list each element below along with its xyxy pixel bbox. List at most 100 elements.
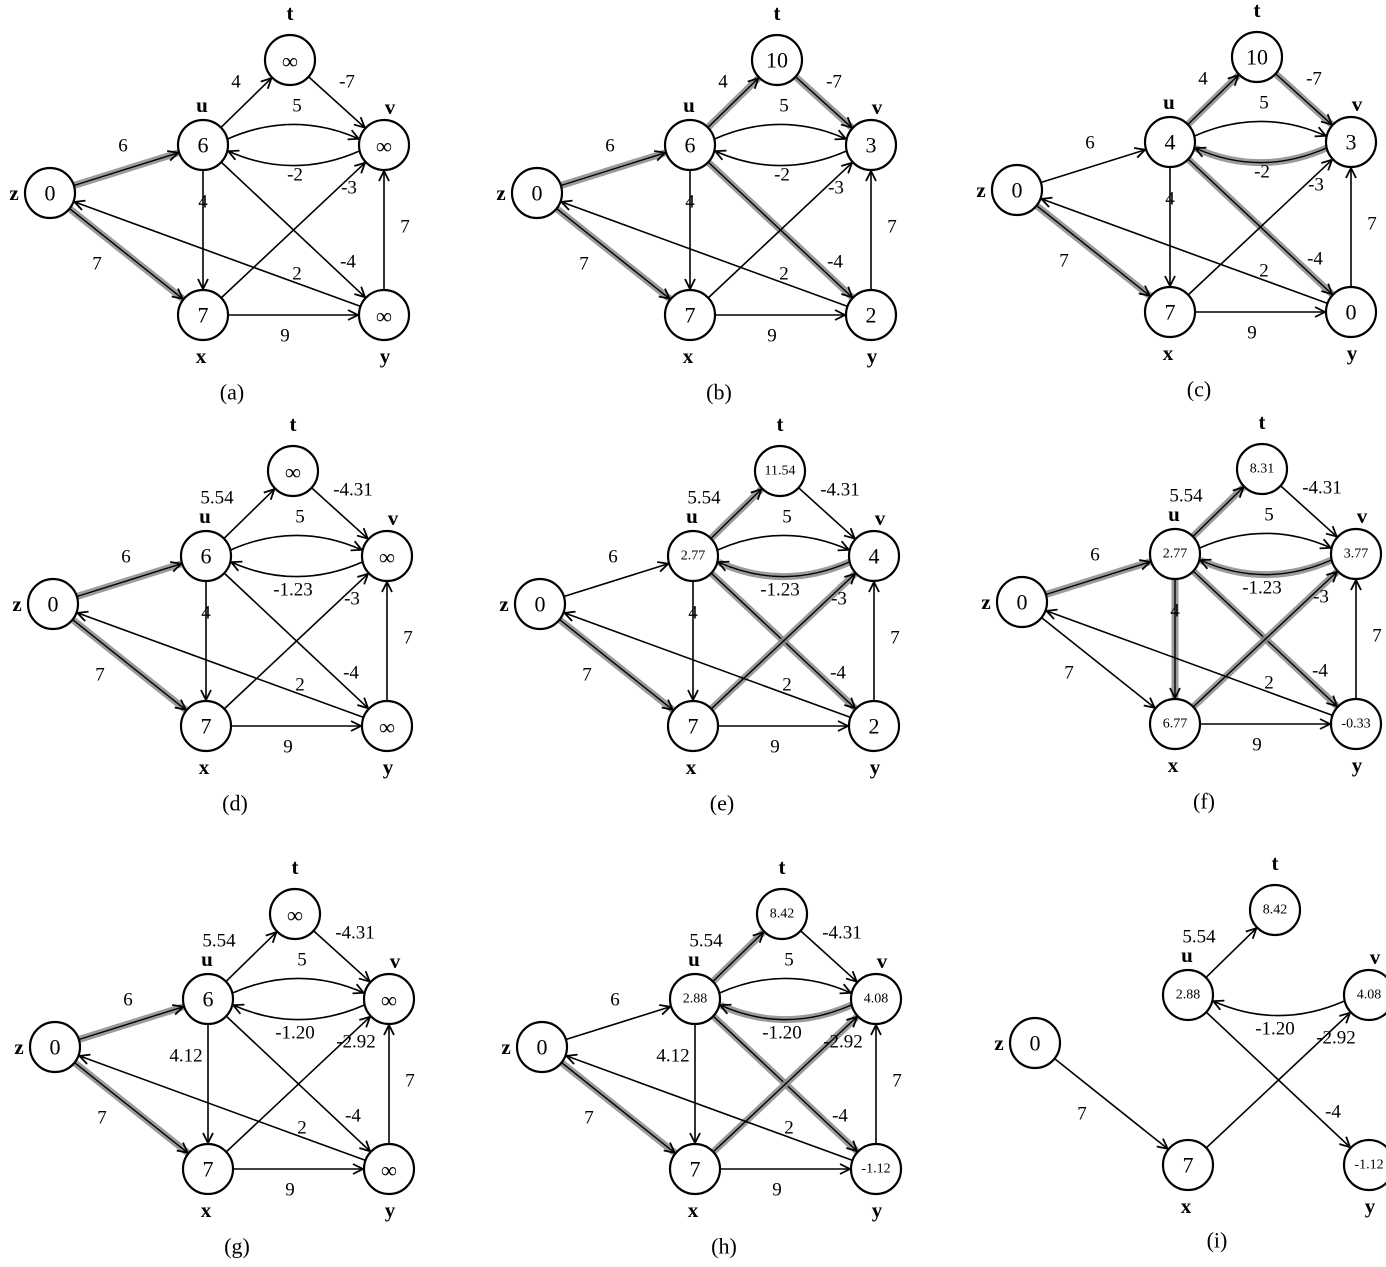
node-circle xyxy=(666,529,720,583)
node-distance-t: ∞ xyxy=(282,49,298,74)
node-name-y: y xyxy=(867,344,878,368)
node-t: ∞t xyxy=(268,855,322,941)
edge-y-z xyxy=(566,1056,853,1162)
node-u: 2.88u xyxy=(668,947,722,1026)
edge-weight-u-t: 5.54 xyxy=(1182,927,1216,948)
edge-weight-x-y: 9 xyxy=(772,1180,782,1201)
node-y: 2y xyxy=(844,288,898,368)
node-name-z: z xyxy=(994,1031,1003,1055)
node-name-z: z xyxy=(976,178,985,202)
node-circle xyxy=(849,972,903,1026)
node-distance-x: 7 xyxy=(201,714,212,739)
edge-weight-y-z: 2 xyxy=(297,1118,307,1139)
node-v: 4.08v xyxy=(849,949,903,1026)
node-v: 3v xyxy=(844,95,898,172)
edge-weight-u-t: 5.54 xyxy=(689,931,723,952)
node-distance-y: -0.33 xyxy=(1341,717,1370,732)
node-name-x: x xyxy=(683,344,694,368)
edge-u-t xyxy=(712,932,764,983)
node-t: 10t xyxy=(1230,0,1284,84)
node-distance-v: 3 xyxy=(866,133,877,158)
edge-weight-z-x: 7 xyxy=(97,1108,107,1129)
node-name-v: v xyxy=(1370,945,1381,969)
node-name-u: u xyxy=(1181,943,1193,967)
node-distance-u: 2.77 xyxy=(681,549,706,564)
node-circle xyxy=(844,118,898,172)
edge-v-u xyxy=(720,1005,852,1021)
node-name-z: z xyxy=(499,592,508,616)
node-u: 6u xyxy=(181,947,235,1026)
node-name-u: u xyxy=(1168,502,1180,526)
node-name-v: v xyxy=(385,95,396,119)
edge-weight-u-v: 5 xyxy=(784,950,794,971)
node-t: 8.31 t xyxy=(1235,410,1289,496)
node-circle xyxy=(23,166,77,220)
node-circle xyxy=(1161,968,1215,1022)
edge-weight-y-v: 7 xyxy=(887,217,897,238)
node-v: 4.08v xyxy=(1342,945,1386,1022)
edge-weight-y-v: 7 xyxy=(890,628,900,649)
node-distance-v: 4.08 xyxy=(864,992,889,1007)
edge-weight-y-z: 2 xyxy=(1259,261,1269,282)
node-u: 2.77u xyxy=(1148,502,1202,581)
node-name-x: x xyxy=(1181,1194,1192,1218)
panel-e: 675.54-4.315-1.234-4-39720z2.77u11.54t4v… xyxy=(499,412,901,816)
edge-weight-z-x: 7 xyxy=(579,254,589,275)
node-u: 2.88u xyxy=(1161,943,1215,1022)
node-distance-z: 0 xyxy=(535,592,546,617)
node-distance-z: 0 xyxy=(50,1035,61,1060)
edge-weight-x-v: -3 xyxy=(831,589,847,610)
node-distance-u: 6 xyxy=(685,133,696,158)
node-distance-t: 8.31 xyxy=(1250,462,1275,477)
node-circle xyxy=(844,288,898,342)
node-u: 2.77u xyxy=(666,504,720,583)
node-name-u: u xyxy=(1163,90,1175,114)
node-name-x: x xyxy=(688,1198,699,1222)
edge-weight-u-v: 5 xyxy=(782,507,792,528)
node-x: 7x xyxy=(1161,1138,1215,1218)
node-y: -1.12y xyxy=(849,1142,903,1222)
node-distance-t: ∞ xyxy=(285,460,301,485)
edge-weight-u-x: 4 xyxy=(685,192,695,213)
edge-u-v xyxy=(229,534,361,550)
edge-weight-t-v: -4.31 xyxy=(820,480,860,501)
edge-weight-v-u: -1.23 xyxy=(273,580,313,601)
edge-weight-u-t: 4 xyxy=(231,72,241,93)
edge-z-x xyxy=(72,619,186,710)
node-z: 0z xyxy=(496,166,564,220)
edge-x-v xyxy=(225,1017,370,1153)
node-distance-t: 10 xyxy=(1246,45,1268,70)
edge-weight-t-v: -4.31 xyxy=(335,923,375,944)
edge-weight-z-u: 6 xyxy=(121,547,131,568)
edge-x-v xyxy=(710,574,855,710)
node-distance-y: 2 xyxy=(869,714,880,739)
node-name-t: t xyxy=(1259,410,1266,434)
edge-z-x xyxy=(561,1062,675,1153)
edge-weight-u-y: -4 xyxy=(1325,1102,1341,1123)
node-name-v: v xyxy=(390,949,401,973)
node-name-z: z xyxy=(12,592,21,616)
edge-t-v xyxy=(308,76,365,128)
edge-weight-x-v: -2.92 xyxy=(823,1032,863,1053)
edge-weight-x-y: 9 xyxy=(1252,735,1262,756)
node-circle xyxy=(1148,527,1202,581)
node-distance-z: 0 xyxy=(1012,178,1023,203)
node-circle xyxy=(362,972,416,1026)
node-name-y: y xyxy=(1352,753,1363,777)
node-distance-x: 7 xyxy=(690,1157,701,1182)
node-circle xyxy=(26,577,80,631)
node-circle xyxy=(181,972,235,1026)
node-circle xyxy=(176,118,230,172)
edge-weight-z-u: 6 xyxy=(608,547,618,568)
node-z: 0z xyxy=(981,575,1049,629)
node-v: ∞v xyxy=(362,949,416,1026)
node-distance-t: 11.54 xyxy=(765,464,796,479)
edge-weight-u-y: -4 xyxy=(830,663,846,684)
edge-v-u xyxy=(1213,1001,1346,1017)
node-circle xyxy=(1008,1016,1062,1070)
edge-weight-y-z: 2 xyxy=(784,1118,794,1139)
edge-weight-u-v: 5 xyxy=(1259,93,1269,114)
node-distance-v: 3.77 xyxy=(1344,547,1369,562)
